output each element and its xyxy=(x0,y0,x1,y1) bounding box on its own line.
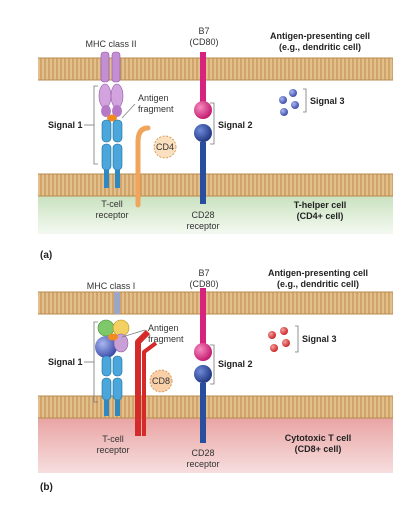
apc-title-b: Antigen-presenting cell xyxy=(268,268,368,278)
t-cell-receptor-a xyxy=(101,119,123,188)
antigen-fragment-a xyxy=(107,114,117,122)
apc-membrane-b xyxy=(38,292,393,314)
antigen-label-line1-b: Antigen xyxy=(148,323,179,333)
antigen-fragment-b xyxy=(108,333,118,341)
t-cell-membrane-b xyxy=(38,396,393,418)
signal-1-label-a: Signal 1 xyxy=(48,120,83,130)
apc-subtitle-a: (e.g., dendritic cell) xyxy=(279,42,361,52)
tcr-label-line2-b: receptor xyxy=(96,445,129,455)
cd80-label-a: (CD80) xyxy=(189,37,218,47)
b7-label-b: B7 xyxy=(198,268,209,278)
signal-3-cytokines-b xyxy=(268,327,290,352)
cd28-label-line2-b: receptor xyxy=(186,459,219,469)
signal-3-label-a: Signal 3 xyxy=(310,96,345,106)
signal-1-label-b: Signal 1 xyxy=(48,357,83,367)
apc-title-a: Antigen-presenting cell xyxy=(270,31,370,41)
cell-label-line1-b: Cytotoxic T cell xyxy=(285,433,352,443)
signal-3-label-b: Signal 3 xyxy=(302,334,337,344)
cytotoxic-cytoplasm xyxy=(38,418,393,473)
cd80-label-b: (CD80) xyxy=(189,279,218,289)
cd28-label-line1-a: CD28 xyxy=(191,210,214,220)
cell-label-line2-a: (CD4+ cell) xyxy=(297,211,344,221)
signal-3-cytokines-a xyxy=(279,89,299,116)
mhc-class-ii-molecule xyxy=(98,51,124,117)
cd28-label-line2-a: receptor xyxy=(186,221,219,231)
b7-label-a: B7 xyxy=(198,26,209,36)
signal-1-bracket-b xyxy=(93,321,98,403)
mhc-label-a: MHC class II xyxy=(85,39,136,49)
antigen-pointer-b xyxy=(121,329,146,338)
cd4-label: CD4 xyxy=(156,142,174,152)
cell-label-line2-b: (CD8+ cell) xyxy=(295,444,342,454)
antigen-label-line2-b: fragment xyxy=(148,334,184,344)
cd8-label: CD8 xyxy=(152,376,170,386)
tcr-label-line2-a: receptor xyxy=(95,210,128,220)
mhc-label-b: MHC class I xyxy=(87,281,136,291)
t-helper-cytoplasm xyxy=(38,196,393,234)
t-cell-receptor-b xyxy=(101,355,123,416)
cd4-molecule xyxy=(135,125,177,208)
cd28-label-line1-b: CD28 xyxy=(191,448,214,458)
signal-3-bracket-a xyxy=(303,88,307,113)
cd8-molecule xyxy=(135,329,173,436)
panel-label-b: (b) xyxy=(40,482,53,493)
cell-label-line1-a: T-helper cell xyxy=(294,200,347,210)
panel-b: MHC class I B7 (CD80) Antigen-presenting… xyxy=(38,268,393,493)
apc-subtitle-b: (e.g., dendritic cell) xyxy=(277,279,359,289)
t-cell-membrane xyxy=(38,174,393,196)
tcr-label-line1-b: T-cell xyxy=(102,434,124,444)
signal-2-label-a: Signal 2 xyxy=(218,120,253,130)
panel-label-a: (a) xyxy=(40,250,52,261)
antigen-pointer-a xyxy=(121,103,136,119)
signal-2-label-b: Signal 2 xyxy=(218,359,253,369)
signal-2-bracket-a xyxy=(210,102,215,145)
antigen-label-line2-a: fragment xyxy=(138,104,174,114)
panel-a: MHC class II B7 (CD80) Antigen-presentin… xyxy=(38,26,393,261)
apc-membrane xyxy=(38,58,393,80)
signal-3-bracket-b xyxy=(295,325,299,353)
tcr-label-line1-a: T-cell xyxy=(101,199,123,209)
antigen-label-line1-a: Antigen xyxy=(138,93,169,103)
b7-cd28-pair-b xyxy=(194,288,212,443)
signal-2-bracket-b xyxy=(210,344,215,385)
b7-cd28-pair-a xyxy=(194,52,212,204)
signal-1-bracket-a xyxy=(93,85,98,165)
